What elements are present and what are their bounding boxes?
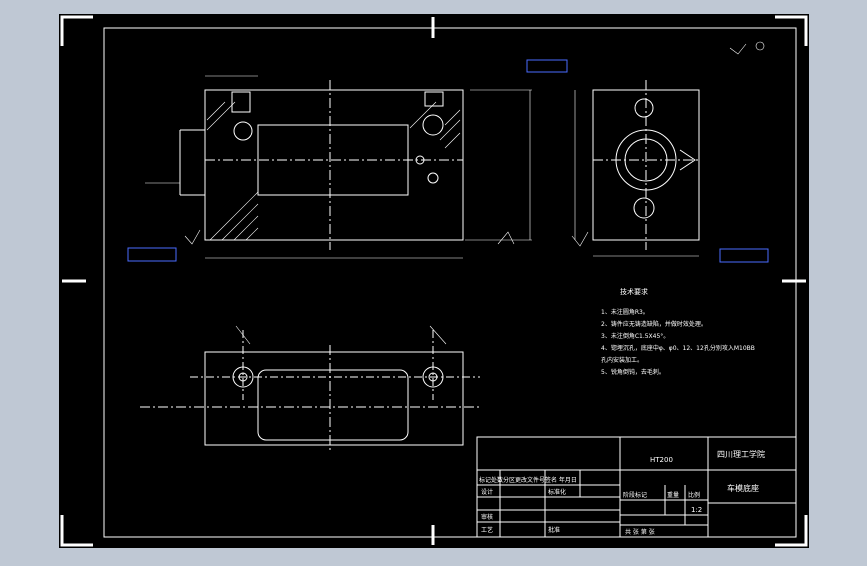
side-view [571,41,765,257]
section-hatching [206,101,461,241]
part-name: 车模底座 [727,483,759,493]
tech-req-item: 4、锪埋沉孔，底座中φ、φ0、12、12孔分别攻入M10BB [601,344,755,352]
title-block [476,436,797,538]
top-view [140,325,480,450]
review-label: 审核 [481,513,493,521]
datum-boxes [127,59,769,263]
approve-label: 批准 [548,526,560,534]
front-view [179,80,464,250]
standard-label: 标准化 [548,488,566,496]
title-block-text: HT200 四川理工学院 车模底座 标记处数分区更改文件号签名 年月日 设计 标… [479,449,765,536]
tech-req-item: 2、铸件应无铸造缺陷，并做时效处理。 [601,320,707,328]
tech-req-item: 1、未注圆角R3。 [601,308,649,316]
tech-req-item: 3、未注倒角C1.5X45°。 [601,332,669,340]
revision-header: 标记处数分区更改文件号签名 年月日 [479,476,577,484]
technical-requirements: 技术要求 1、未注圆角R3。 2、铸件应无铸造缺陷，并做时效处理。 3、未注倒角… [601,287,755,376]
sheet-row: 共 张 第 张 [625,528,655,536]
scale-label: 比例 [688,491,700,499]
drawing-sheet [59,14,809,548]
design-label: 设计 [481,488,493,496]
front-dimensions [145,75,532,259]
material-label: HT200 [650,456,673,464]
process-label: 工艺 [481,526,493,534]
tech-req-item: 孔内安装加工。 [601,356,643,364]
weight-label: 重量 [667,491,679,499]
drawing-frame [103,27,797,538]
tech-req-item: 5、锐角倒钝，去毛刺。 [601,368,665,376]
scale-value: 1:2 [691,506,702,514]
stage-label: 阶段标记 [623,491,647,499]
school-name: 四川理工学院 [717,449,765,459]
tech-req-title: 技术要求 [620,287,648,296]
